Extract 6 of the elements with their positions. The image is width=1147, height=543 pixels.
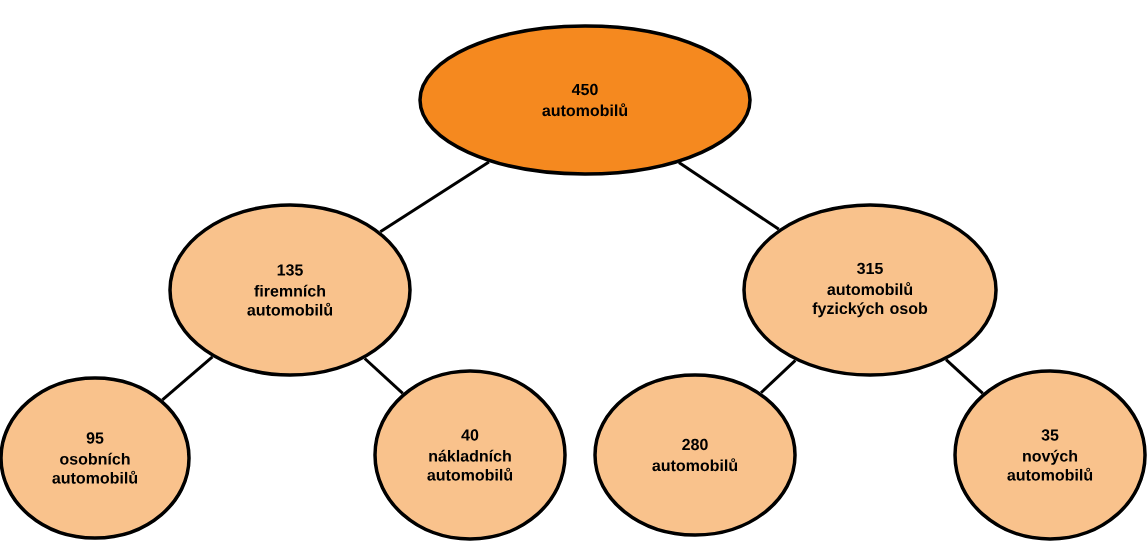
connector-line — [678, 161, 780, 231]
connector-line — [363, 357, 404, 395]
connector-line — [379, 160, 490, 234]
connector-line — [760, 359, 797, 394]
connector-line — [161, 355, 214, 402]
connector-line — [945, 358, 984, 395]
